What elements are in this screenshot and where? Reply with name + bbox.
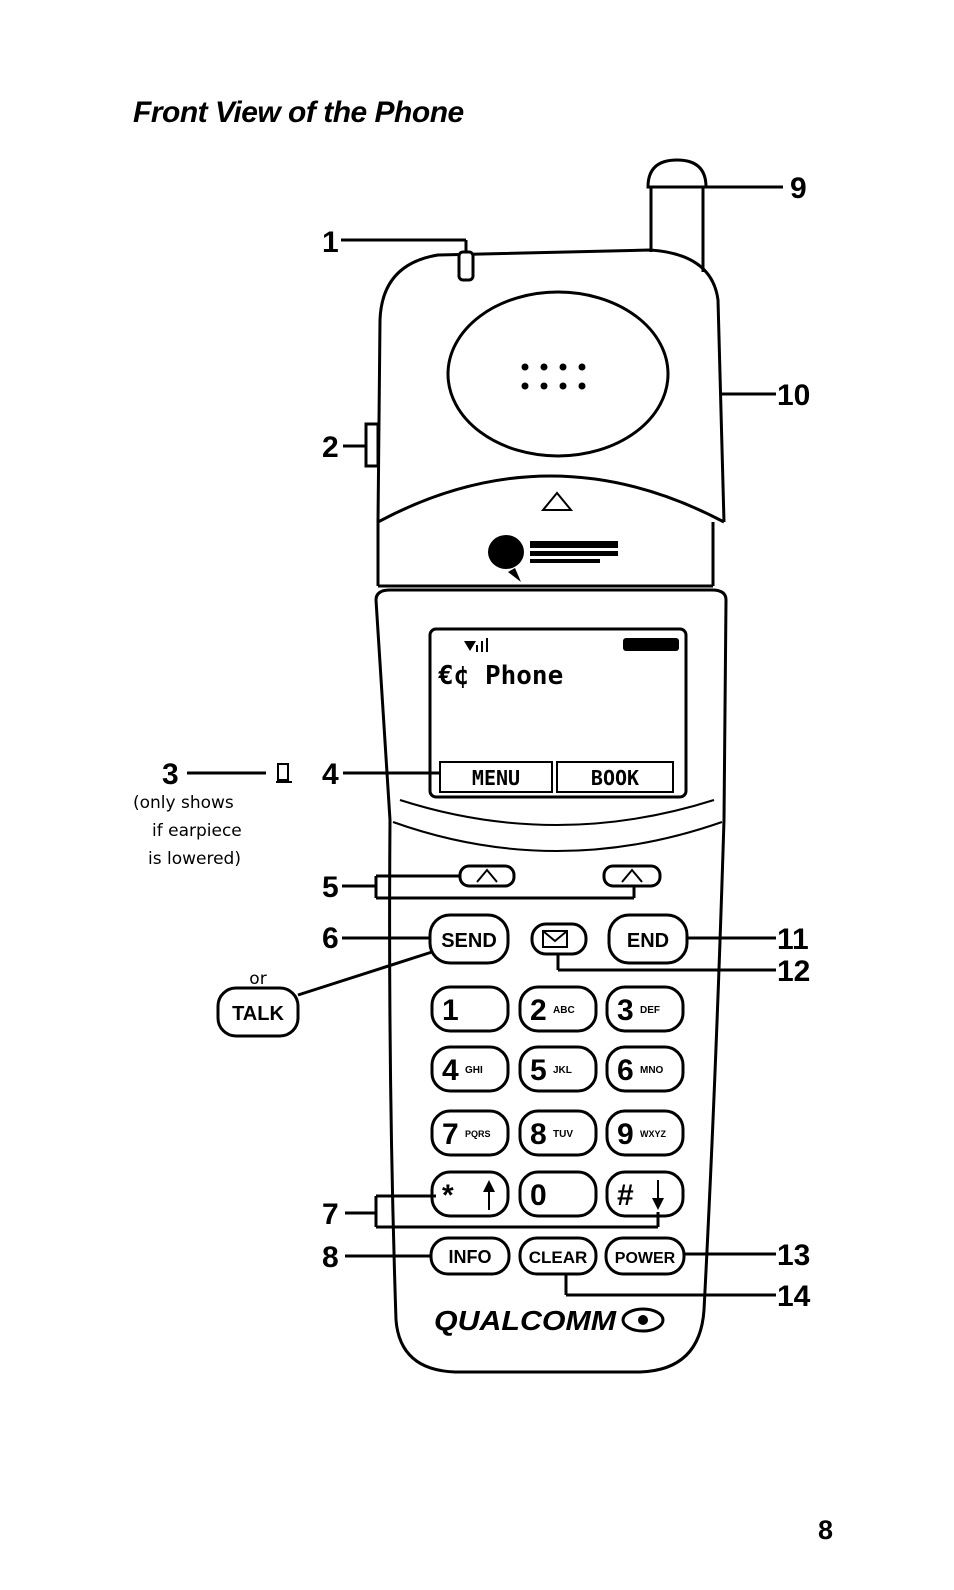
key-digit: 2 — [530, 994, 547, 1027]
softkey-left[interactable] — [458, 864, 516, 888]
svg-text:INFO: INFO — [449, 1247, 492, 1267]
keypad-key[interactable]: 6 MNO — [605, 1045, 685, 1093]
end-button[interactable]: END — [607, 913, 689, 965]
message-button[interactable] — [530, 922, 588, 956]
key-letters: WXYZ — [640, 1129, 667, 1139]
callout-12: 12 — [777, 955, 810, 988]
key-digit: 3 — [617, 994, 634, 1027]
callout-9: 9 — [790, 172, 807, 205]
callout-2: 2 — [322, 431, 339, 464]
softkey-menu-label: MENU — [472, 766, 520, 790]
keypad-key[interactable]: 3 DEF — [605, 985, 685, 1033]
svg-text:SEND: SEND — [441, 930, 497, 952]
qualcomm-logo: QUALCOMM — [434, 1305, 665, 1336]
keypad: 1 2 ABC 3 DEF 4 GHI 5 JKL 6 MNO 7 PQRS 8 TUV 9 WXYZ * 0 # — [430, 985, 685, 1218]
keypad-key[interactable]: # — [605, 1170, 685, 1218]
keypad-key[interactable]: * — [430, 1170, 510, 1218]
note-line-3: is lowered) — [148, 849, 241, 869]
key-letters: TUV — [553, 1129, 573, 1140]
talk-button[interactable]: TALK — [216, 986, 300, 1038]
earpiece-housing — [364, 248, 726, 524]
keypad-key[interactable]: 1 — [430, 985, 510, 1033]
display-screen: €¢ Phone MENU BOOK — [428, 627, 688, 799]
callout-13: 13 — [777, 1239, 810, 1272]
key-letters: DEF — [640, 1005, 660, 1016]
power-button[interactable]: POWER — [604, 1236, 686, 1276]
phone-body — [374, 588, 728, 1374]
keypad-key[interactable]: 8 TUV — [518, 1109, 598, 1157]
key-digit: # — [617, 1179, 634, 1212]
svg-text:END: END — [627, 930, 669, 952]
note-line-2: if earpiece — [152, 821, 242, 841]
key-letters: JKL — [553, 1065, 572, 1076]
key-digit: * — [442, 1179, 454, 1212]
callout-10: 10 — [777, 379, 810, 412]
keypad-key[interactable]: 9 WXYZ — [605, 1109, 685, 1157]
callout-8: 8 — [322, 1241, 339, 1274]
page-number: 8 — [818, 1515, 834, 1545]
key-digit: 1 — [442, 994, 459, 1027]
svg-text:CLEAR: CLEAR — [529, 1248, 588, 1267]
key-digit: 6 — [617, 1054, 634, 1087]
note-line-1: (only shows — [133, 793, 234, 813]
envelope-icon — [542, 930, 568, 948]
clear-button[interactable]: CLEAR — [518, 1236, 598, 1276]
down-arrow-icon — [652, 1180, 664, 1210]
softkey-book-label: BOOK — [591, 766, 639, 790]
page-title: Front View of the Phone — [133, 96, 464, 129]
keypad-key[interactable]: 0 — [518, 1170, 598, 1218]
send-button[interactable]: SEND — [428, 913, 510, 965]
callout-6: 6 — [322, 922, 339, 955]
key-digit: 5 — [530, 1054, 547, 1087]
softkey-right[interactable] — [602, 864, 662, 888]
up-arrow-icon — [483, 1180, 495, 1210]
svg-text:QUALCOMM: QUALCOMM — [434, 1305, 617, 1336]
svg-text:POWER: POWER — [615, 1250, 676, 1267]
antenna — [646, 158, 708, 272]
callout-3: 3 — [162, 758, 179, 791]
key-digit: 4 — [442, 1054, 459, 1087]
display-text: €¢ Phone — [438, 661, 563, 691]
key-digit: 9 — [617, 1118, 634, 1151]
key-letters: GHI — [465, 1065, 483, 1076]
callout-11: 11 — [777, 923, 809, 956]
callout-7: 7 — [322, 1198, 339, 1231]
svg-text:TALK: TALK — [232, 1003, 284, 1025]
callout-lines — [187, 185, 783, 1297]
hinge-band — [376, 522, 715, 588]
earpiece-lowered-icon — [276, 763, 292, 783]
key-digit: 8 — [530, 1118, 547, 1151]
callout-4: 4 — [322, 758, 339, 791]
key-letters: ABC — [553, 1005, 575, 1016]
keypad-key[interactable]: 4 GHI — [430, 1045, 510, 1093]
key-letters: MNO — [640, 1065, 664, 1076]
callout-1: 1 — [322, 226, 339, 259]
callout-5: 5 — [322, 871, 339, 904]
key-digit: 0 — [530, 1179, 547, 1212]
keypad-key[interactable]: 5 JKL — [518, 1045, 598, 1093]
or-label: or — [249, 969, 266, 989]
keypad-key[interactable]: 7 PQRS — [430, 1109, 510, 1157]
key-digit: 7 — [442, 1118, 459, 1151]
keypad-key[interactable]: 2 ABC — [518, 985, 598, 1033]
callout-14: 14 — [777, 1280, 811, 1313]
info-button[interactable]: INFO — [429, 1236, 511, 1276]
key-letters: PQRS — [465, 1129, 491, 1139]
